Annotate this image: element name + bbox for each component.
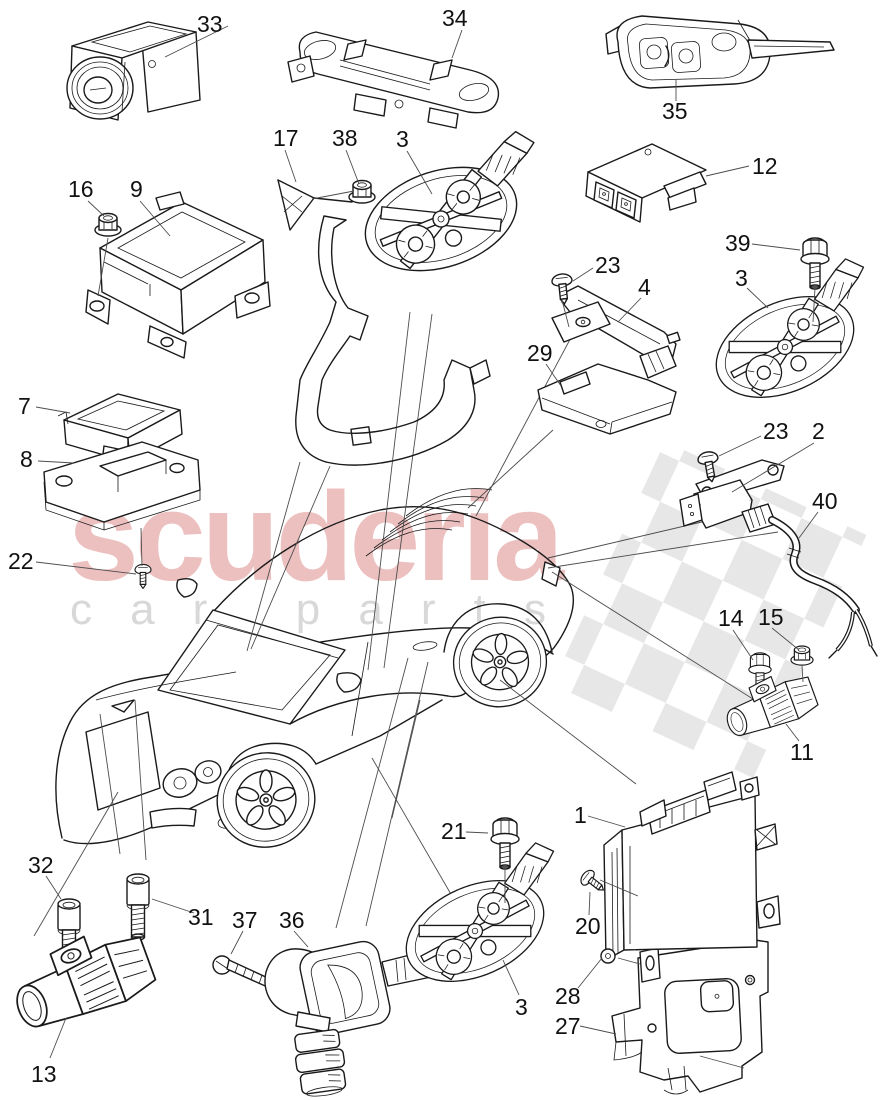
callout-32: 32 xyxy=(28,852,54,878)
part-34-interior-monitoring-sensor xyxy=(287,31,500,129)
callout-23-antenna: 23 xyxy=(595,252,621,278)
callout-17: 17 xyxy=(273,125,299,151)
part-17-mounting-bracket xyxy=(277,179,491,466)
vehicle-illustration xyxy=(55,488,575,861)
callout-22: 22 xyxy=(8,548,34,574)
right-mirror xyxy=(336,672,362,693)
callout-35: 35 xyxy=(662,98,688,124)
callout-12: 12 xyxy=(752,153,778,179)
callout-14: 14 xyxy=(718,605,744,631)
callout-36: 36 xyxy=(279,907,305,933)
callout-4: 4 xyxy=(638,274,651,300)
callout-13: 13 xyxy=(31,1061,57,1087)
tonneau-vent-stripes xyxy=(365,488,493,557)
callout-2: 2 xyxy=(812,418,825,444)
callout-8: 8 xyxy=(20,446,33,472)
part-21-flange-bolt xyxy=(490,817,520,870)
callout-28: 28 xyxy=(555,983,581,1009)
callout-39: 39 xyxy=(725,230,751,256)
part-3-alarm-siren-right xyxy=(695,253,884,418)
callout-7: 7 xyxy=(18,393,31,419)
part-29-antenna-bracket xyxy=(537,363,677,435)
part-9-airbag-control-unit xyxy=(85,191,271,359)
part-31-socket-head-bolt xyxy=(126,873,150,941)
callout-21: 21 xyxy=(441,818,467,844)
callout-11: 11 xyxy=(790,739,814,765)
callout-34: 34 xyxy=(442,5,468,31)
callout-27: 27 xyxy=(555,1013,581,1039)
callout-40: 40 xyxy=(812,488,838,514)
part-38-hex-nut xyxy=(348,179,376,204)
callout-3-bottom: 3 xyxy=(515,994,528,1020)
part-39-flange-bolt xyxy=(800,237,830,290)
callout-38: 38 xyxy=(332,125,358,151)
callout-23-module: 23 xyxy=(763,418,789,444)
part-8-sensor-bracket xyxy=(43,441,201,531)
part-4-antenna-amplifier xyxy=(551,285,681,379)
callout-16: 16 xyxy=(68,176,94,202)
front-wheel xyxy=(204,739,328,861)
leader-lines xyxy=(33,311,784,937)
grille xyxy=(85,711,161,811)
part-1-control-unit xyxy=(603,771,781,961)
callout-1: 1 xyxy=(574,802,587,828)
part-28-clip-nut xyxy=(600,948,616,964)
callout-15: 15 xyxy=(758,604,784,630)
part-12-control-unit xyxy=(585,143,707,223)
part-16-hex-nut xyxy=(94,212,122,237)
part-3-alarm-siren-top xyxy=(347,126,564,290)
headlight-outer xyxy=(162,768,198,798)
part-15-hex-nut xyxy=(790,645,814,666)
callout-20: 20 xyxy=(575,913,601,939)
part-33-sensor-camera xyxy=(66,21,201,121)
pointer-lines xyxy=(35,25,819,1059)
callout-37: 37 xyxy=(232,907,258,933)
left-mirror xyxy=(176,577,198,598)
callout-3-top: 3 xyxy=(396,126,409,152)
callout-29: 29 xyxy=(527,340,553,366)
part-27-mounting-bracket xyxy=(611,939,769,1095)
taillight xyxy=(541,561,561,587)
part-40-wiring-harness xyxy=(741,503,878,659)
callout-3-right: 3 xyxy=(735,265,748,291)
callout-31: 31 xyxy=(188,904,214,930)
part-35-remote-key-fob xyxy=(605,15,835,89)
callout-labels: 33 34 35 16 9 17 38 3 12 23 4 29 39 3 7 … xyxy=(8,5,838,1087)
callout-9: 9 xyxy=(130,176,143,202)
callout-33: 33 xyxy=(197,11,223,37)
headlight-inner xyxy=(194,760,222,784)
